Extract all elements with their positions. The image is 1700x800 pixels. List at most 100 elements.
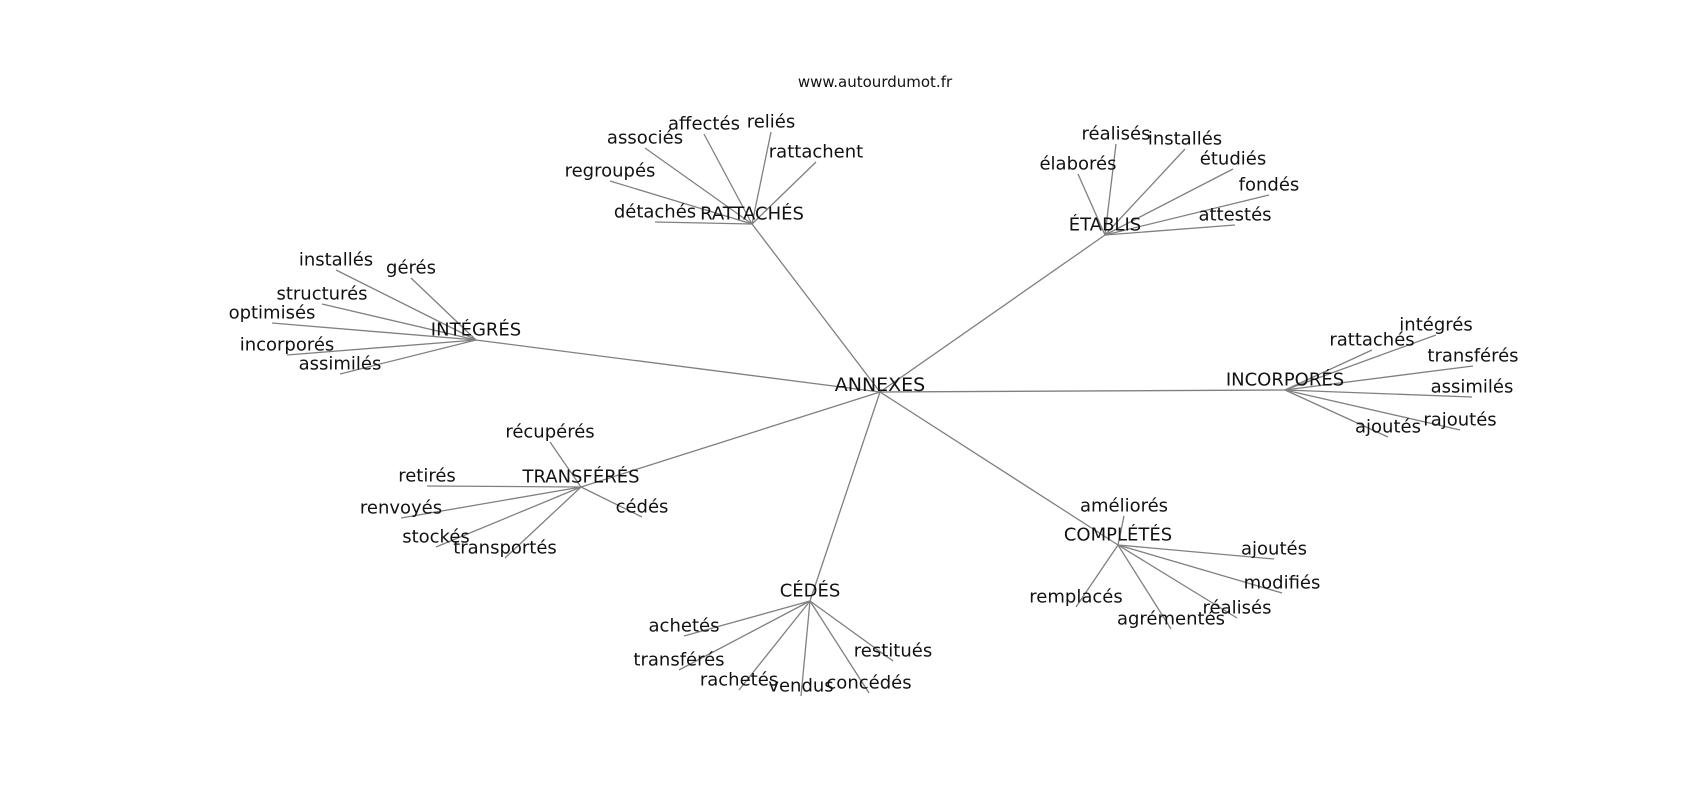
edge-hub-to-word — [703, 133, 753, 225]
word-node-label: réalisés — [1203, 598, 1272, 619]
hub-node-label: COMPLÉTÉS — [1064, 524, 1172, 546]
edge-hub-to-word — [1117, 544, 1238, 619]
word-node-label: optimisés — [229, 303, 316, 324]
word-node-label: transportés — [453, 538, 557, 559]
word-node-label: rattachent — [769, 142, 863, 163]
word-node-label: affectés — [668, 114, 740, 135]
word-node-label: concédés — [826, 673, 911, 694]
edge-center-to-hub — [475, 339, 881, 393]
edge-hub-to-word — [549, 441, 582, 488]
edges — [271, 131, 1474, 697]
edge-hub-to-word — [609, 180, 753, 225]
edge-hub-to-word — [286, 339, 477, 356]
word-node-label: structurés — [276, 284, 367, 305]
edge-hub-to-word — [1104, 143, 1117, 236]
edge-hub-to-word — [580, 486, 643, 518]
word-node-label: renvoyés — [360, 498, 442, 519]
edge-hub-to-word — [683, 600, 811, 637]
word-node-label: étudiés — [1200, 149, 1266, 170]
word-node-label: rachetés — [700, 670, 778, 691]
word-node-label: gérés — [386, 258, 436, 279]
edge-hub-to-word — [339, 339, 477, 375]
word-node-label: regroupés — [565, 161, 656, 182]
word-node-label: ajoutés — [1355, 417, 1421, 438]
edge-hub-to-word — [1104, 224, 1236, 236]
labels: ANNEXES RATTACHÉS affectés reliés associés ra… — [229, 112, 1519, 697]
word-node-label: vendus — [768, 676, 833, 697]
edge-hub-to-word — [678, 600, 811, 671]
word-node-label: attestés — [1198, 205, 1271, 226]
edge-hub-to-word — [751, 131, 772, 225]
word-node-label: cédés — [616, 497, 669, 518]
edge-hub-to-word — [400, 486, 582, 519]
edge-hub-to-word — [321, 303, 477, 341]
word-node-label: achetés — [649, 616, 720, 637]
word-node-label: stockés — [402, 527, 470, 548]
edge-hub-to-word — [1104, 148, 1186, 236]
edge-center-to-hub — [751, 223, 881, 393]
word-node-label: modifiés — [1244, 573, 1321, 594]
edge-hub-to-word — [1284, 389, 1389, 438]
hub-node-label: RATTACHÉS — [700, 203, 804, 225]
center-node-label: ANNEXES — [835, 374, 926, 396]
edge-hub-to-word — [1284, 365, 1474, 391]
edge-hub-to-word — [809, 600, 870, 694]
edge-hub-to-word — [644, 147, 753, 225]
word-node-label: associés — [607, 128, 683, 149]
word-node-label: restitués — [854, 641, 932, 662]
edge-hub-to-word — [271, 322, 477, 341]
edge-center-to-hub — [809, 391, 881, 602]
edge-hub-to-word — [1117, 515, 1125, 546]
word-node-label: installés — [1148, 129, 1222, 150]
word-node-label: retirés — [398, 466, 456, 487]
edge-hub-to-word — [1284, 334, 1437, 391]
edge-center-to-hub — [879, 391, 1119, 546]
edge-center-to-hub — [879, 389, 1286, 393]
word-node-label: assimilés — [299, 354, 382, 375]
edge-hub-to-word — [504, 486, 582, 559]
word-node-label: rattachés — [1329, 330, 1414, 351]
word-node-label: détachés — [614, 202, 696, 223]
edge-hub-to-word — [1104, 168, 1234, 236]
edge-hub-to-word — [1284, 389, 1461, 431]
edge-hub-to-word — [751, 161, 817, 225]
edge-center-to-hub — [580, 391, 881, 488]
edge-hub-to-word — [1077, 173, 1106, 236]
edge-hub-to-word — [335, 269, 477, 341]
edge-hub-to-word — [1284, 389, 1473, 398]
edge-hub-to-word — [1117, 544, 1283, 594]
word-node-label: agrémentés — [1117, 609, 1225, 630]
edge-hub-to-word — [800, 600, 811, 697]
word-node-label: rajoutés — [1423, 410, 1496, 431]
word-node-label: assimilés — [1431, 377, 1514, 398]
hub-node-label: INCORPORÉS — [1226, 369, 1344, 391]
edge-hub-to-word — [809, 600, 894, 662]
edge-hub-to-word — [410, 277, 477, 341]
source-url: www.autourdumot.fr — [798, 73, 953, 91]
word-node-label: transférés — [1427, 346, 1518, 367]
word-node-label: réalisés — [1082, 124, 1151, 145]
hub-node-label: CÉDÉS — [780, 580, 841, 602]
word-node-label: récupérés — [505, 422, 594, 443]
edge-hub-to-word — [1284, 349, 1373, 391]
edge-hub-to-word — [738, 600, 811, 691]
word-node-label: intégrés — [1399, 315, 1472, 336]
edge-hub-to-word — [1117, 544, 1172, 630]
edge-hub-to-word — [426, 485, 582, 488]
word-node-label: transférés — [633, 650, 724, 671]
word-node-label: améliorés — [1080, 496, 1168, 517]
hub-node-label: INTÉGRÉS — [431, 319, 521, 341]
word-node-label: reliés — [747, 112, 796, 133]
word-node-label: installés — [299, 250, 373, 271]
word-node-label: ajoutés — [1241, 539, 1307, 560]
word-node-label: fondés — [1239, 175, 1300, 196]
hub-node-label: ÉTABLIS — [1069, 214, 1141, 236]
edge-hub-to-word — [654, 221, 753, 225]
edge-hub-to-word — [1117, 544, 1275, 560]
edge-hub-to-word — [1075, 544, 1119, 608]
hub-node-label: TRANSFÉRÉS — [521, 466, 639, 488]
edge-hub-to-word — [1104, 194, 1270, 236]
edge-hub-to-word — [435, 486, 582, 548]
word-node-label: remplacés — [1029, 587, 1122, 608]
